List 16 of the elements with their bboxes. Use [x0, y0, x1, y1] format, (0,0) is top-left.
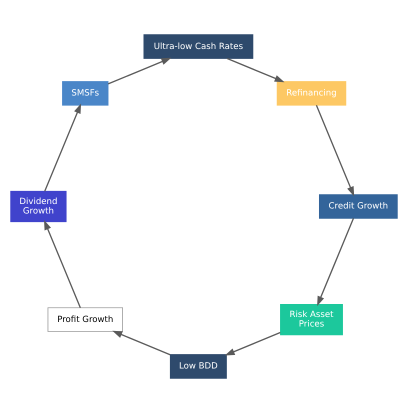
arrow	[316, 105, 354, 196]
node-box: Refinancing	[276, 81, 346, 106]
node-box: Dividend Growth	[10, 190, 67, 222]
arrow	[317, 218, 354, 306]
arrow	[224, 332, 281, 356]
arrow	[108, 58, 172, 85]
node-box: Credit Growth	[318, 194, 398, 219]
node-box: Low BDD	[170, 354, 227, 379]
arrow	[112, 330, 170, 356]
node-box: Profit Growth	[48, 307, 123, 332]
node-box: Risk Asset Prices	[280, 304, 343, 336]
arrow	[44, 103, 82, 192]
node-box: Ultra-low Cash Rates	[144, 34, 254, 59]
node-box: SMSFs	[62, 81, 108, 106]
arrow	[44, 220, 81, 308]
arrow	[226, 58, 285, 82]
